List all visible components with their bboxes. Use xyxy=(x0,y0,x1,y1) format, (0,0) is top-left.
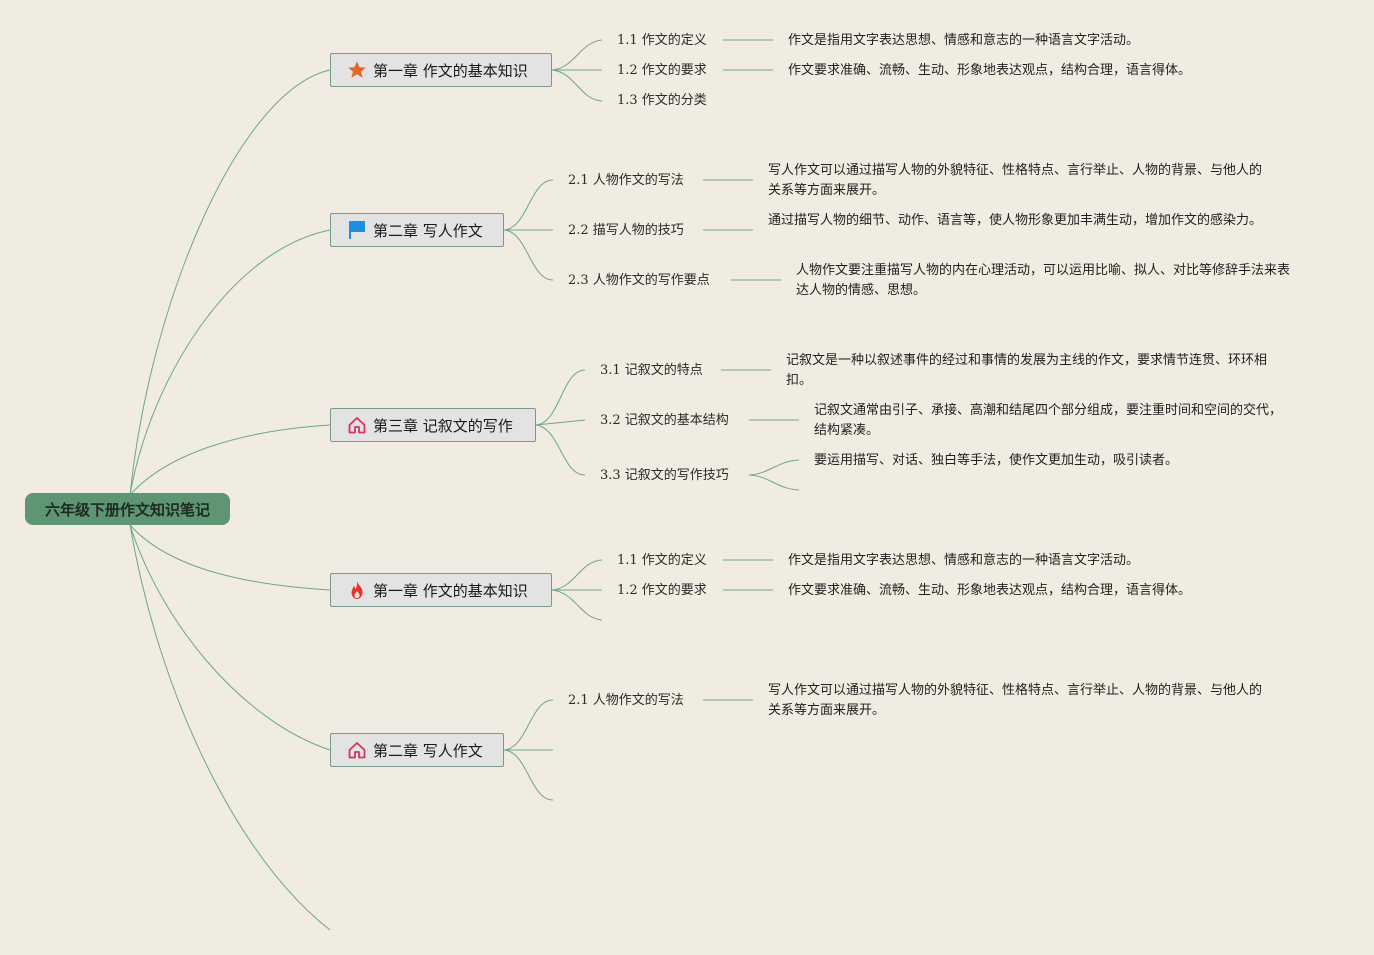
section-description[interactable]: 作文要求准确、流畅、生动、形象地表达观点，结构合理，语言得体。 xyxy=(788,63,1192,78)
section-description[interactable]: 写人作文可以通过描写人物的外貌特征、性格特点、言行举止、人物的背景、与他人的关系… xyxy=(768,683,1263,718)
chapter-node-4[interactable]: 第一章 作文的基本知识 xyxy=(330,573,552,607)
home-icon xyxy=(347,415,367,435)
section-label[interactable]: 3.1 记叙文的特点 xyxy=(600,363,703,378)
section-label[interactable]: 2.1 人物作文的写法 xyxy=(568,173,684,188)
section-label[interactable]: 2.2 描写人物的技巧 xyxy=(568,223,684,238)
section-description[interactable]: 记叙文通常由引子、承接、高潮和结尾四个部分组成，要注重时间和空间的交代，结构紧凑… xyxy=(814,403,1283,438)
section-label[interactable]: 1.2 作文的要求 xyxy=(617,583,707,598)
chapter-title: 第一章 作文的基本知识 xyxy=(373,581,528,600)
chapter-node-2[interactable]: 第二章 写人作文 xyxy=(330,213,504,247)
section-description[interactable]: 作文要求准确、流畅、生动、形象地表达观点，结构合理，语言得体。 xyxy=(788,583,1192,598)
section-label[interactable]: 3.3 记叙文的写作技巧 xyxy=(600,468,729,483)
section-description[interactable]: 作文是指用文字表达思想、情感和意志的一种语言文字活动。 xyxy=(788,553,1140,568)
flag-icon xyxy=(347,220,367,240)
section-label[interactable]: 1.3 作文的分类 xyxy=(617,93,707,108)
home-icon xyxy=(347,740,367,760)
section-description[interactable]: 记叙文是一种以叙述事件的经过和事情的发展为主线的作文，要求情节连贯、环环相扣。 xyxy=(786,353,1268,388)
section-label[interactable]: 2.3 人物作文的写作要点 xyxy=(568,273,710,288)
chapter-title: 第一章 作文的基本知识 xyxy=(373,61,528,80)
section-description[interactable]: 要运用描写、对话、独白等手法，使作文更加生动，吸引读者。 xyxy=(814,453,1179,468)
root-node[interactable]: 六年级下册作文知识笔记 xyxy=(25,493,230,525)
chapter-title: 第二章 写人作文 xyxy=(373,741,483,760)
star-icon xyxy=(347,60,367,80)
section-description[interactable]: 写人作文可以通过描写人物的外貌特征、性格特点、言行举止、人物的背景、与他人的关系… xyxy=(768,163,1263,198)
section-description[interactable]: 通过描写人物的细节、动作、语言等，使人物形象更加丰满生动，增加作文的感染力。 xyxy=(768,213,1263,228)
section-label[interactable]: 1.1 作文的定义 xyxy=(617,553,707,568)
section-label[interactable]: 3.2 记叙文的基本结构 xyxy=(600,413,729,428)
chapter-node-3[interactable]: 第三章 记叙文的写作 xyxy=(330,408,536,442)
root-title: 六年级下册作文知识笔记 xyxy=(44,500,210,519)
section-description[interactable]: 作文是指用文字表达思想、情感和意志的一种语言文字活动。 xyxy=(788,33,1140,48)
section-label[interactable]: 2.1 人物作文的写法 xyxy=(568,693,684,708)
section-description[interactable]: 人物作文要注重描写人物的内在心理活动，可以运用比喻、拟人、对比等修辞手法来表达人… xyxy=(796,263,1291,298)
section-label[interactable]: 1.2 作文的要求 xyxy=(617,63,707,78)
section-label[interactable]: 1.1 作文的定义 xyxy=(617,33,707,48)
fire-icon xyxy=(347,580,367,600)
chapter-title: 第二章 写人作文 xyxy=(373,221,483,240)
chapter-title: 第三章 记叙文的写作 xyxy=(373,416,513,435)
chapter-node-5[interactable]: 第二章 写人作文 xyxy=(330,733,504,767)
chapter-node-1[interactable]: 第一章 作文的基本知识 xyxy=(330,53,552,87)
